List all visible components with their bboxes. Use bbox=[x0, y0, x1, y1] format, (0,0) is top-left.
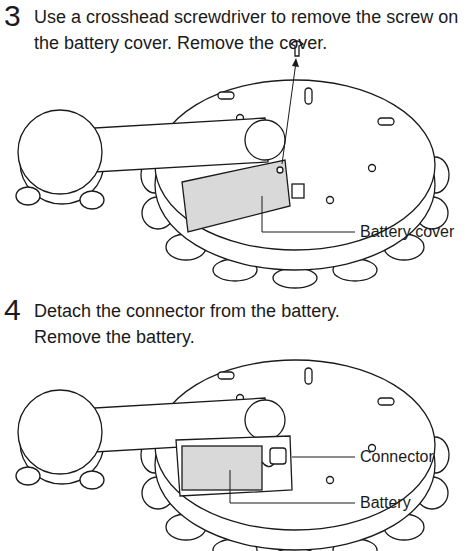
battery bbox=[182, 446, 262, 490]
step-number: 3 bbox=[4, 0, 34, 32]
connector bbox=[270, 448, 286, 464]
arrow-head bbox=[292, 58, 299, 67]
leader-line bbox=[292, 457, 355, 458]
screw-arrow-line bbox=[282, 62, 296, 164]
battery-wire bbox=[262, 462, 274, 467]
connector-peek bbox=[292, 184, 304, 198]
part-label: Battery cover bbox=[360, 222, 468, 242]
step-number: 4 bbox=[4, 294, 34, 326]
instruction-text: Use a crosshead screwdriver to remove th… bbox=[34, 4, 464, 56]
screw-hole bbox=[277, 167, 283, 173]
part-label: Connector bbox=[360, 447, 468, 467]
leader-line bbox=[262, 196, 355, 232]
battery-cover bbox=[182, 160, 290, 232]
battery-compartment bbox=[176, 436, 292, 496]
device-step-3 bbox=[16, 80, 449, 288]
leader-line bbox=[230, 470, 355, 503]
part-label: Battery bbox=[360, 493, 468, 513]
instruction-text: Detach the connector from the battery. R… bbox=[34, 298, 384, 350]
